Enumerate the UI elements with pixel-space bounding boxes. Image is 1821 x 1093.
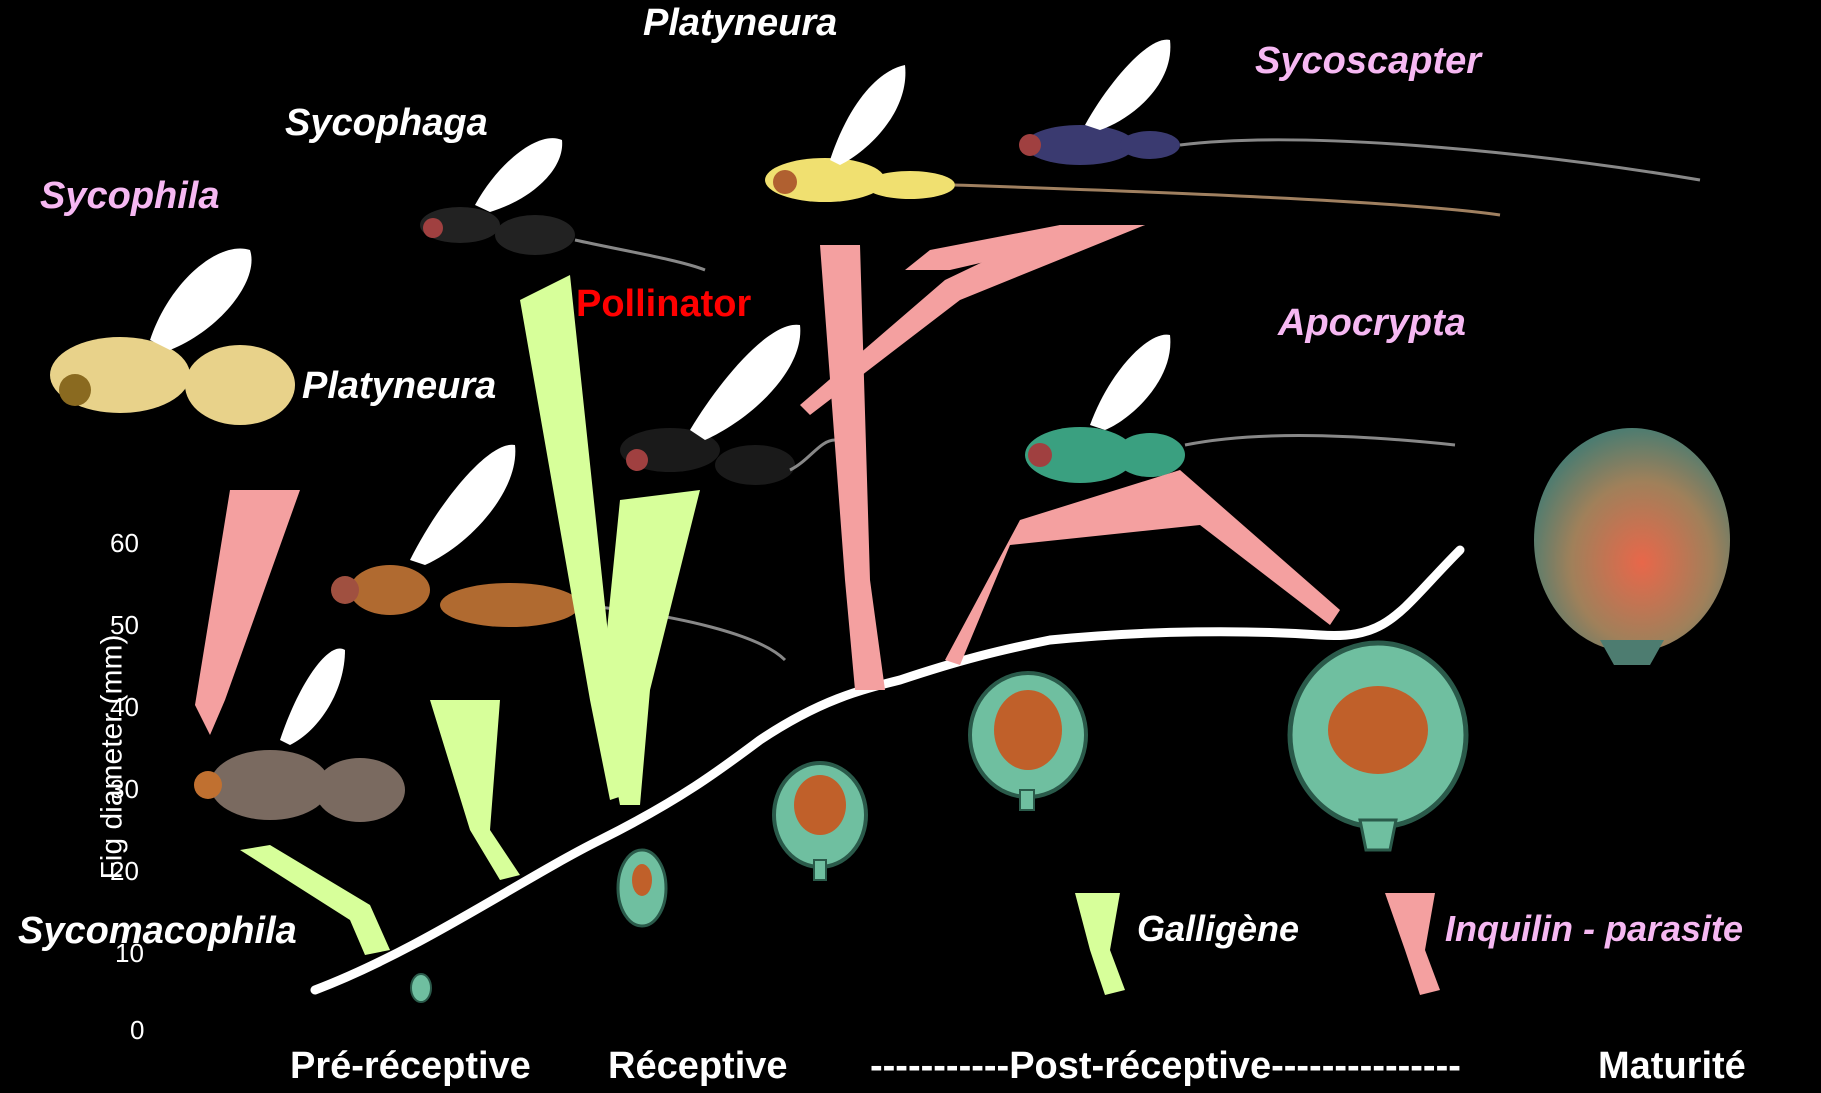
arrow-sycophila-down [195, 490, 300, 735]
arrow-pollinator-receptive [600, 490, 700, 805]
wasp-sycophila [50, 248, 295, 425]
stage-pre-receptive: Pré-réceptive [290, 1045, 531, 1088]
label-platyneura-top: Platyneura [643, 2, 837, 45]
arrow-platyneura-top [820, 245, 885, 690]
fig-stage-1 [411, 974, 431, 1002]
legend-galligene-arrow [1075, 893, 1125, 995]
y-tick-40: 40 [110, 692, 139, 723]
y-tick-10: 10 [115, 938, 144, 969]
label-sycophila: Sycophila [40, 175, 220, 218]
label-sycomacophila: Sycomacophila [18, 910, 297, 953]
y-tick-60: 60 [110, 528, 139, 559]
fig-mature [1534, 428, 1730, 665]
y-tick-0: 0 [130, 1015, 144, 1046]
legend-inquilin-arrow [1385, 893, 1440, 995]
arrow-platyneura-mid [430, 700, 520, 880]
label-sycophaga: Sycophaga [285, 102, 488, 145]
fig-stage-4 [970, 673, 1086, 810]
label-apocrypta: Apocrypta [1278, 302, 1466, 345]
label-platyneura-mid: Platyneura [302, 365, 496, 408]
wasp-sycophaga [420, 138, 705, 270]
label-sycoscapter: Sycoscapter [1255, 40, 1481, 83]
stage-post-receptive: -----------Post-réceptive--------------- [870, 1045, 1461, 1088]
stage-receptive: Réceptive [608, 1045, 788, 1088]
y-tick-50: 50 [110, 610, 139, 641]
legend-inquilin-label: Inquilin - parasite [1445, 908, 1743, 950]
y-tick-30: 30 [110, 774, 139, 805]
stage-maturity: Maturité [1598, 1045, 1746, 1088]
y-tick-20: 20 [110, 856, 139, 887]
legend-galligene-label: Galligène [1137, 908, 1299, 950]
fig-stage-5 [1290, 643, 1466, 850]
fig-stage-2 [618, 850, 666, 926]
wasp-apocrypta [1025, 335, 1455, 483]
y-axis-label: Fig diameter (mm) [96, 634, 130, 879]
fig-stage-3 [774, 763, 866, 880]
label-pollinator: Pollinator [576, 283, 751, 326]
